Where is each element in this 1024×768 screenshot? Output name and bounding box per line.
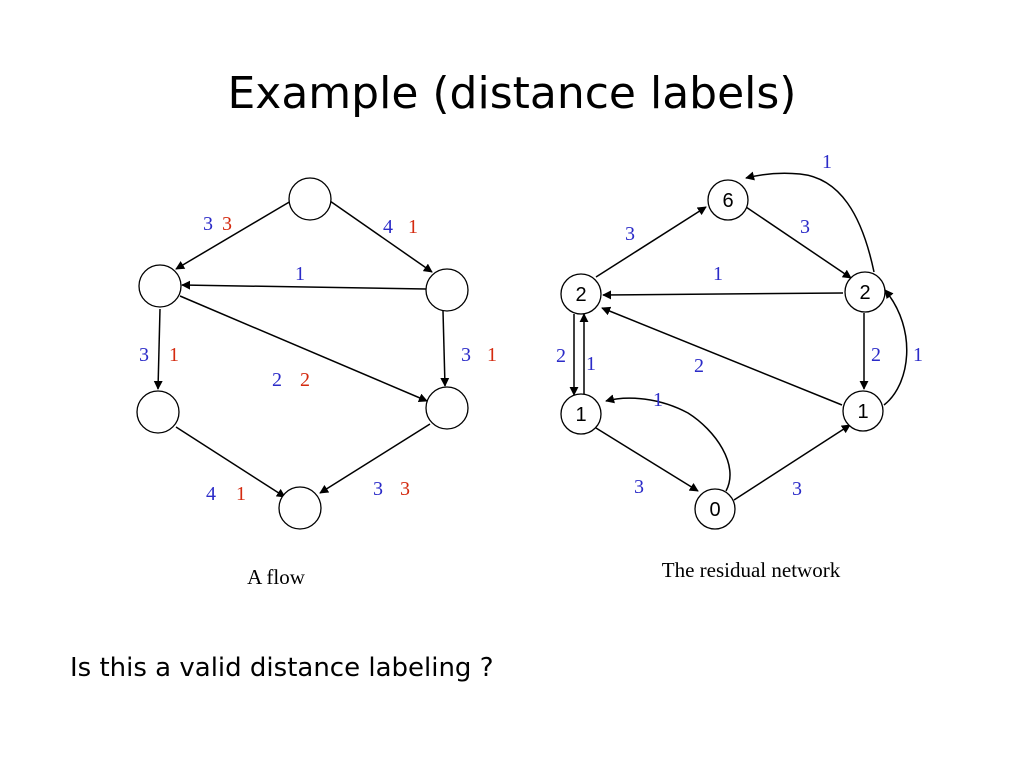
- residual-distance-left: 2: [575, 284, 586, 306]
- residual-edge-lowright-left: [601, 306, 843, 406]
- residual-edge-lowright-right: [883, 289, 908, 406]
- flow-node-right: [425, 268, 469, 312]
- residual-capacity-top-right: 3: [800, 216, 810, 238]
- flow-value-left-lowleft: 1: [169, 344, 179, 366]
- residual-capacity-right-top: 1: [822, 151, 832, 173]
- residual-edge-lowleft-bottom: [595, 427, 699, 492]
- flow-capacity-lowleft-bottom: 4: [206, 483, 216, 505]
- flow-node-left: [138, 264, 182, 308]
- flow-node-bottom: [278, 486, 322, 530]
- residual-caption: The residual network: [662, 558, 841, 582]
- residual-capacity-left-lowleft: 2: [556, 345, 566, 367]
- residual-distance-lowright: 1: [857, 401, 868, 423]
- residual-capacity-left-top: 3: [625, 223, 635, 245]
- flow-edge-left-lowleft: [153, 308, 163, 390]
- flow-capacity-left-lowright: 2: [272, 369, 282, 391]
- slide-title: Example (distance labels): [228, 68, 797, 119]
- residual-edge-top-right: [745, 206, 852, 279]
- flow-value-lowright-bottom: 3: [400, 478, 410, 500]
- slide-question: Is this a valid distance labeling ?: [70, 653, 494, 683]
- flow-capacity-right-left: 1: [295, 263, 305, 285]
- flow-edge-lowright-bottom: [319, 423, 431, 494]
- flow-capacity-left-lowleft: 3: [139, 344, 149, 366]
- residual-capacity-right-left: 1: [713, 263, 723, 285]
- flow-edge-top-right: [329, 200, 433, 273]
- residual-edge-bottom-lowleft: [605, 394, 731, 492]
- flow-capacity-right-lowright: 3: [461, 344, 471, 366]
- residual-capacity-lowright-left: 2: [694, 355, 704, 377]
- flow-graph: 3 3 4 1 1 3 1 3 1 2 2 4 1 3 3 A flow: [136, 177, 497, 589]
- flow-value-right-lowright: 1: [487, 344, 497, 366]
- flow-value-left-lowright: 2: [300, 369, 310, 391]
- flow-edge-right-left: [181, 280, 427, 290]
- residual-distance-lowleft: 1: [575, 404, 586, 426]
- residual-edge-bottom-lowright: [733, 424, 851, 501]
- flow-caption: A flow: [247, 565, 306, 589]
- flow-capacity-top-right: 4: [383, 216, 393, 238]
- residual-capacity-bottom-lowright: 3: [792, 478, 802, 500]
- flow-node-lowright: [425, 386, 469, 430]
- residual-node-lowleft: [560, 393, 602, 435]
- flow-edge-top-left: [175, 200, 292, 270]
- flow-value-lowleft-bottom: 1: [236, 483, 246, 505]
- flow-edge-right-lowright: [440, 310, 450, 387]
- flow-edge-lowleft-bottom: [175, 426, 286, 498]
- residual-node-left: [560, 273, 602, 315]
- residual-edge-right-top: [745, 171, 875, 273]
- residual-distance-top: 6: [722, 190, 733, 212]
- flow-edge-left-lowright: [179, 295, 428, 402]
- residual-node-right: [844, 271, 886, 313]
- residual-node-lowright: [842, 390, 884, 432]
- residual-capacity-lowright-right: 1: [913, 344, 923, 366]
- residual-capacity-bottom-lowleft: 1: [653, 389, 663, 411]
- residual-capacity-lowleft-left: 1: [586, 353, 596, 375]
- flow-value-top-right: 1: [408, 216, 418, 238]
- residual-capacity-right-lowright: 2: [871, 344, 881, 366]
- residual-edge-right-left: [602, 290, 844, 300]
- residual-distance-right: 2: [859, 282, 870, 304]
- flow-value-top-left: 3: [222, 213, 232, 235]
- residual-graph: 6 2 2 1 1 0 3 3 1 1 2 1 2 2 1 1 3 3 The …: [556, 151, 923, 582]
- flow-node-lowleft: [136, 390, 180, 434]
- residual-edge-left-top: [595, 206, 707, 278]
- flow-capacity-top-left: 3: [203, 213, 213, 235]
- flow-node-top: [288, 177, 332, 221]
- residual-capacity-lowleft-bottom: 3: [634, 476, 644, 498]
- residual-distance-bottom: 0: [709, 499, 720, 521]
- flow-capacity-lowright-bottom: 3: [373, 478, 383, 500]
- residual-node-top: [707, 179, 749, 221]
- residual-node-bottom: [694, 488, 736, 530]
